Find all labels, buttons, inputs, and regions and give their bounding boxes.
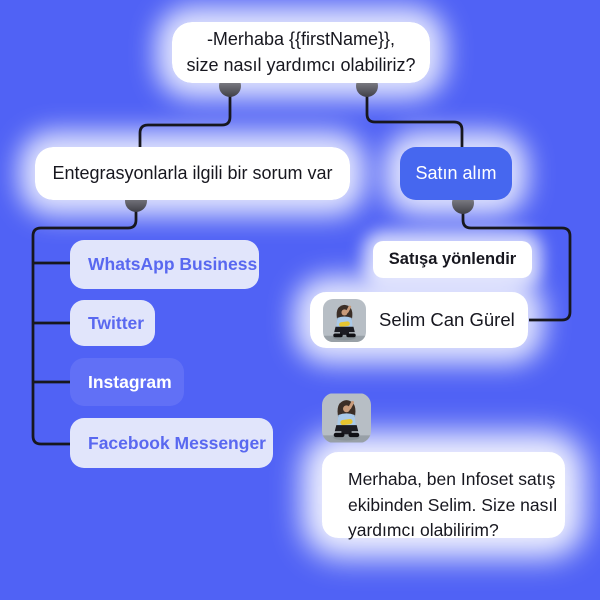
connector-integration-trunk xyxy=(31,203,138,446)
greeting-line-1: -Merhaba {{firstName}}, xyxy=(206,28,396,49)
connector-root-to-purchase xyxy=(365,88,464,148)
chat-line-2: ekibinden Selim. Size nasıl xyxy=(348,494,558,515)
agent-photo-icon xyxy=(322,393,371,443)
node-branch-purchase[interactable]: Satın alım xyxy=(400,147,512,200)
connector-purchase-to-agent xyxy=(461,206,572,322)
chat-line-3: yardımcı olabilirim? xyxy=(348,520,499,541)
greeting-line-2: size nasıl yardımcı olabiliriz? xyxy=(186,54,416,75)
node-greeting-message[interactable]: -Merhaba {{firstName}}, size nasıl yardı… xyxy=(172,22,430,83)
connector-root-to-integration xyxy=(138,88,232,148)
channel-twitter[interactable]: Twitter xyxy=(70,300,155,346)
channel-whatsapp-business[interactable]: WhatsApp Business xyxy=(70,240,259,289)
channel-facebook-messenger[interactable]: Facebook Messenger xyxy=(70,418,273,468)
node-sales-action[interactable]: Satışa yönlendir xyxy=(373,241,532,278)
channel-instagram[interactable]: Instagram xyxy=(70,358,184,406)
node-branch-integration[interactable]: Entegrasyonlarla ilgili bir sorum var xyxy=(35,147,350,200)
node-agent-card[interactable]: Selim Can Gürel xyxy=(310,292,528,348)
chat-message-bubble: Merhaba, ben Infoset satış ekibinden Sel… xyxy=(322,452,565,540)
agent-name: Selim Can Gürel xyxy=(379,309,515,330)
agent-photo-icon xyxy=(323,299,366,342)
chat-line-1: Merhaba, ben Infoset satış xyxy=(348,469,556,489)
